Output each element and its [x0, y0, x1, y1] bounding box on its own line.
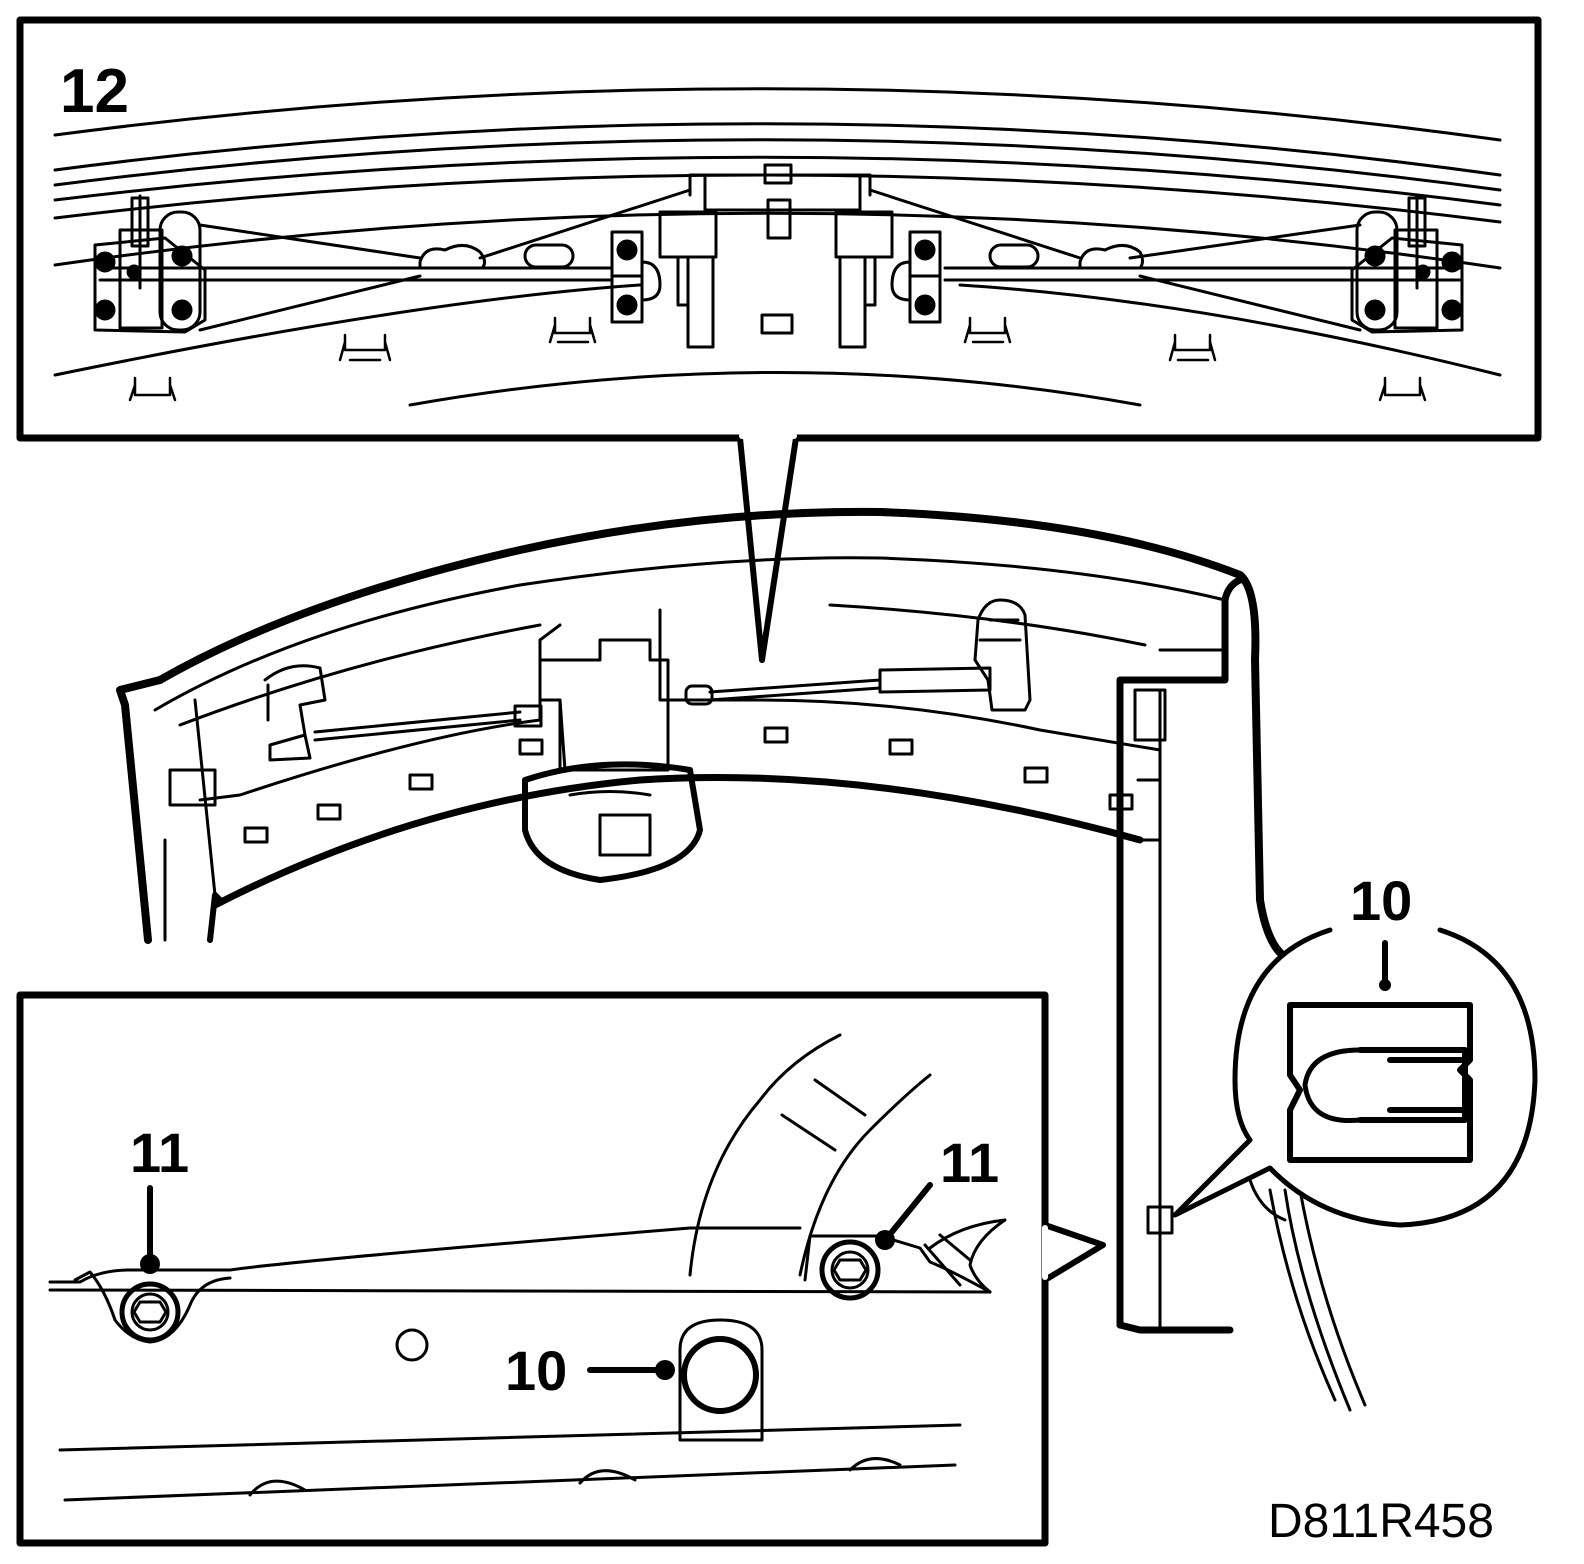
left-bolt-label: 11 — [130, 1121, 189, 1184]
clip-detail — [1287, 1002, 1473, 1163]
lock-rods — [313, 666, 992, 742]
central-lock-motor — [522, 638, 703, 883]
roof-inner-lines — [153, 556, 1227, 1332]
right-rod-clip — [973, 598, 1032, 712]
top-panel-pointer — [737, 435, 799, 663]
top-panel-number: 12 — [60, 57, 129, 126]
central-latch-assembly — [610, 163, 942, 349]
clips-top — [128, 316, 1427, 402]
hanging-cables — [1248, 1178, 1367, 1412]
round-detail-label: 10 — [1350, 869, 1412, 932]
roof-arcs — [53, 87, 1502, 407]
sill-clip — [395, 1318, 764, 1442]
figure-code: D811R458 — [1268, 1495, 1494, 1548]
header-bar-lower — [211, 774, 1144, 909]
left-rod-bracket — [263, 664, 327, 762]
bottom-panel-pointer — [1042, 1222, 1106, 1283]
pillar-curves — [688, 1033, 932, 1277]
right-bolt — [803, 1218, 1007, 1301]
header-bar-panel — [168, 608, 1167, 842]
sill-clip-label: 10 — [505, 1339, 567, 1402]
cross-rail — [98, 266, 1462, 282]
top-detail-panel: 12 — [16, 16, 1542, 663]
roof-outline — [116, 507, 1294, 964]
bar-holes — [243, 726, 1134, 844]
pillar-clip-marker — [1146, 1205, 1174, 1235]
round-detail-outline — [1172, 927, 1538, 1228]
foam-pads — [418, 243, 1144, 270]
bottom-detail-panel: 11 11 10 — [16, 991, 1106, 1547]
top-panel-frame — [16, 16, 1542, 442]
round-detail: 10 — [1172, 869, 1538, 1228]
left-bolt — [73, 1270, 232, 1344]
right-hinge-block — [1350, 194, 1464, 334]
main-assembly — [116, 507, 1367, 1412]
left-hinge-block — [93, 194, 207, 334]
tension-wires — [198, 188, 1362, 332]
right-bolt-label: 11 — [940, 1131, 999, 1194]
